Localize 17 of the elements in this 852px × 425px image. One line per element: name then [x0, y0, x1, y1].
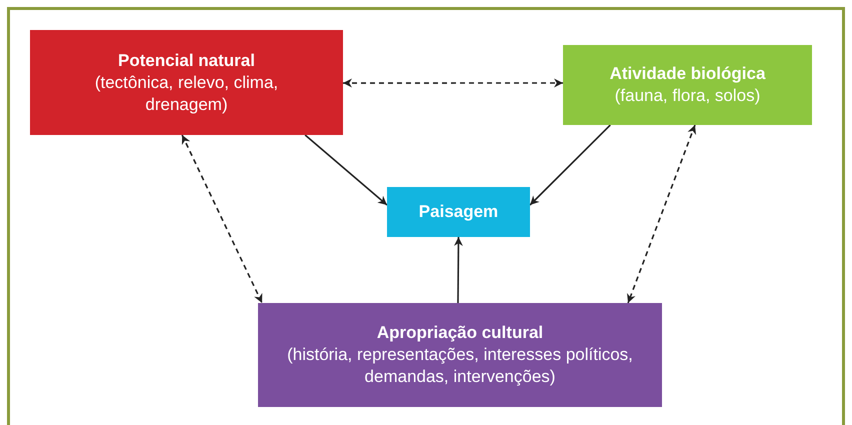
dashed-arrow — [181, 134, 263, 304]
box-description: (tectônica, relevo, clima, drenagem) — [94, 72, 280, 116]
box-description: (história, representações, interesses políticos, demandas, intervenções) — [286, 344, 634, 388]
concept-box — [563, 45, 812, 125]
arrow — [304, 134, 388, 206]
box-heading: Apropriação cultural — [376, 322, 544, 344]
box-heading: Paisagem — [418, 201, 498, 223]
arrow — [529, 124, 611, 206]
box-heading: Potencial natural — [118, 50, 255, 72]
concept-box — [30, 30, 343, 135]
dashed-arrow — [343, 78, 563, 88]
arrow — [454, 237, 463, 303]
box-heading: Atividade biológica — [610, 63, 766, 85]
box-description: (fauna, flora, solos) — [614, 85, 760, 107]
dashed-arrow — [627, 124, 696, 304]
concept-box — [387, 187, 530, 237]
concept-box — [258, 303, 662, 407]
